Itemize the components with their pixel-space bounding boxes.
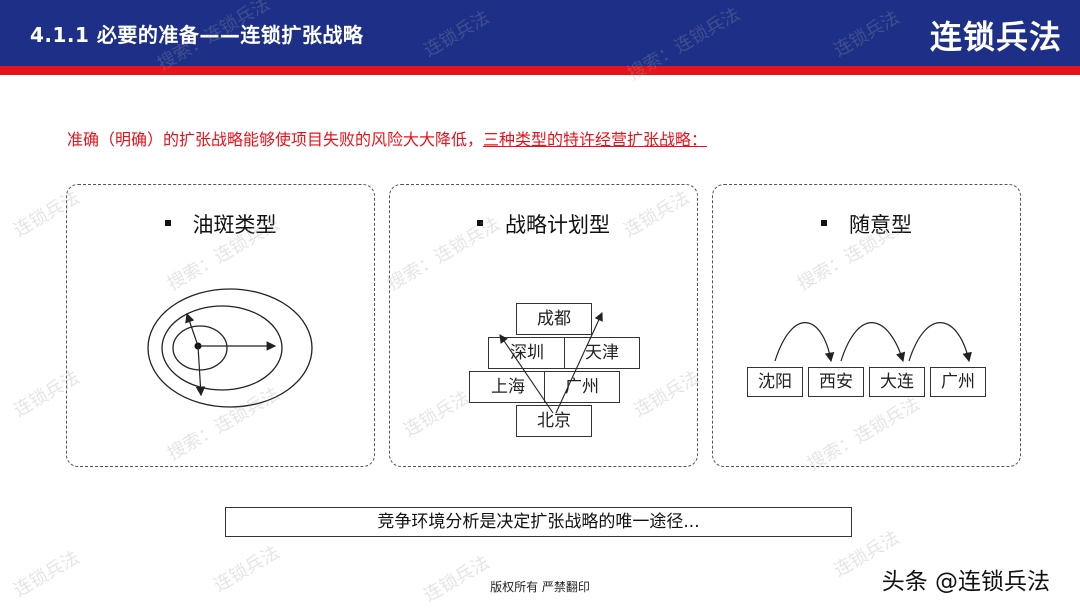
panel-title: 油斑类型 xyxy=(67,209,374,239)
panel-title: 随意型 xyxy=(713,209,1020,239)
city-box: 广州 xyxy=(544,371,620,403)
city-box: 深圳 xyxy=(488,337,566,369)
header-bar: 4.1.1 必要的准备——连锁扩张战略 连锁兵法 xyxy=(0,0,1080,66)
hop-arrows xyxy=(774,322,972,363)
conclusion-box: 竞争环境分析是决定扩张战略的唯一途径... xyxy=(225,507,852,537)
city-box: 西安 xyxy=(808,367,864,397)
header-red-band xyxy=(0,66,1080,75)
intro-plain: 准确（明确）的扩张战略能够使项目失败的风险大大降低， xyxy=(67,130,484,149)
panel-random: 随意型 沈阳 西安 大连 广州 xyxy=(712,184,1021,467)
city-box: 天津 xyxy=(564,337,640,369)
bullet-icon xyxy=(164,220,171,226)
slide-title: 4.1.1 必要的准备——连锁扩张战略 xyxy=(30,23,364,47)
city-box: 北京 xyxy=(516,405,592,437)
copyright-text: 版权所有 严禁翻印 xyxy=(490,580,590,594)
city-box: 广州 xyxy=(930,367,986,397)
city-box: 成都 xyxy=(516,303,592,335)
intro-underlined: 三种类型的特许经营扩张战略： xyxy=(483,130,708,149)
bullet-icon xyxy=(821,220,827,226)
brand-logo-text: 连锁兵法 xyxy=(929,18,1062,56)
panel-strategic-plan: 战略计划型 成都 深圳 天津 上海 广州 北京 xyxy=(389,184,698,467)
intro-text: 准确（明确）的扩张战略能够使项目失败的风险大大降低，三种类型的特许经营扩张战略： xyxy=(67,126,707,150)
toutiao-attribution: 头条 @连锁兵法 xyxy=(881,569,1050,595)
expansion-arrows xyxy=(499,312,603,414)
panel-oil-spot: 油斑类型 xyxy=(66,184,375,467)
city-box: 大连 xyxy=(869,367,925,397)
city-box: 沈阳 xyxy=(747,367,803,397)
city-box: 上海 xyxy=(469,371,547,403)
panel-title: 战略计划型 xyxy=(390,209,697,239)
concentric-ellipses-icon xyxy=(147,288,313,408)
bullet-icon xyxy=(477,220,483,226)
